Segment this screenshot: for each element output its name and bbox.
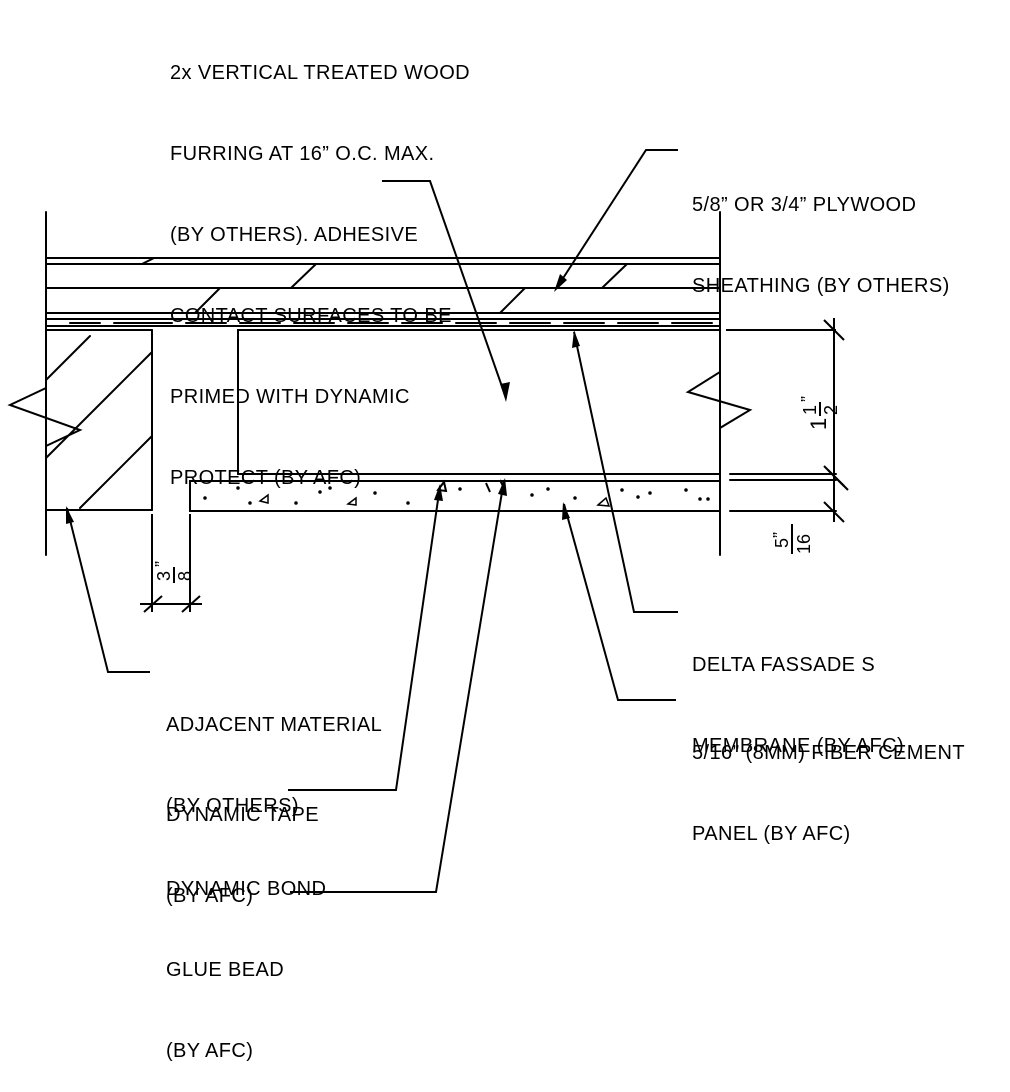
adjacent-material-block xyxy=(45,329,153,511)
callout-membrane: DELTA FASSADE S MEMBRANE (BY AFC) xyxy=(692,598,904,787)
callout-line: DYNAMIC TAPE xyxy=(166,804,319,826)
callout-line: DYNAMIC BOND xyxy=(166,878,327,900)
dim-mark: ” xyxy=(798,396,818,402)
callout-line: (BY AFC) xyxy=(166,885,254,907)
dim-den: 2 xyxy=(821,405,841,415)
leader-panel xyxy=(563,503,676,701)
leader-tape xyxy=(288,485,441,791)
dim-label-gap: 3 8 ” xyxy=(152,561,195,583)
callout-tape: DYNAMIC TAPE (BY AFC) xyxy=(166,748,319,937)
callout-glue: DYNAMIC BOND GLUE BEAD (BY AFC) xyxy=(166,822,326,1092)
callout-line: (BY AFC) xyxy=(166,1040,254,1062)
leader-furring xyxy=(382,180,507,399)
callout-line: PANEL (BY AFC) xyxy=(692,823,851,845)
panel-speckle xyxy=(203,486,710,507)
callout-line: SHEATHING (BY OTHERS) xyxy=(692,275,950,297)
break-line-left xyxy=(7,329,83,471)
callout-plywood: 5/8” OR 3/4” PLYWOOD SHEATHING (BY OTHER… xyxy=(692,138,950,327)
callout-line: 2x VERTICAL TREATED WOOD xyxy=(170,62,471,84)
dim-num: 5 xyxy=(772,538,792,548)
leader-arrowheads xyxy=(66,274,580,524)
leader-glue xyxy=(290,479,505,893)
callout-line: 5/16” (8MM) FIBER CEMENT xyxy=(692,742,965,764)
callout-line: DELTA FASSADE S xyxy=(692,654,876,676)
dim-mark: ” xyxy=(770,532,790,538)
leader-membrane xyxy=(573,331,678,613)
delta-membrane xyxy=(45,312,721,327)
dim-mark: ” xyxy=(152,561,172,567)
callout-furring: 2x VERTICAL TREATED WOOD FURRING AT 16” … xyxy=(170,6,470,519)
callout-line: CONTACT SURFACES TO BE xyxy=(170,305,452,327)
wood-furring xyxy=(237,329,721,475)
dim-den: 8 xyxy=(175,571,195,581)
leader-lines xyxy=(66,149,678,893)
callout-line: GLUE BEAD xyxy=(166,959,285,981)
dim-label-furring: 1 1 2 ” xyxy=(798,396,841,430)
detail-drawing: 1 1 2 ” 5 16 ” 3 8 ” xyxy=(7,149,849,893)
dim-whole: 1 xyxy=(806,418,831,430)
leader-adjacent xyxy=(66,507,150,673)
callout-line: FURRING AT 16” O.C. MAX. xyxy=(170,143,435,165)
dim-label-panel: 5 16 ” xyxy=(770,524,814,554)
dimension-joint-gap xyxy=(140,514,202,613)
plywood-sheathing xyxy=(45,257,721,314)
callout-line: (BY OTHERS) xyxy=(166,795,299,817)
dim-den: 16 xyxy=(794,534,814,554)
dim-num: 3 xyxy=(154,571,174,581)
callout-line: ADJACENT MATERIAL xyxy=(166,714,383,736)
fiber-cement-panel xyxy=(189,480,721,512)
leader-plywood xyxy=(557,149,678,287)
callout-line: MEMBRANE (BY AFC) xyxy=(692,735,905,757)
callout-adjacent: ADJACENT MATERIAL (BY OTHERS) xyxy=(166,658,382,847)
callout-line: PROTECT (BY AFC) xyxy=(170,467,362,489)
callout-line: 5/8” OR 3/4” PLYWOOD xyxy=(692,194,917,216)
callout-panel: 5/16” (8MM) FIBER CEMENT PANEL (BY AFC) xyxy=(692,686,965,875)
callout-line: PRIMED WITH DYNAMIC xyxy=(170,386,410,408)
dim-num: 1 xyxy=(800,405,820,415)
callout-line: (BY OTHERS). ADHESIVE xyxy=(170,224,419,246)
dimension-furring-depth xyxy=(726,318,849,523)
